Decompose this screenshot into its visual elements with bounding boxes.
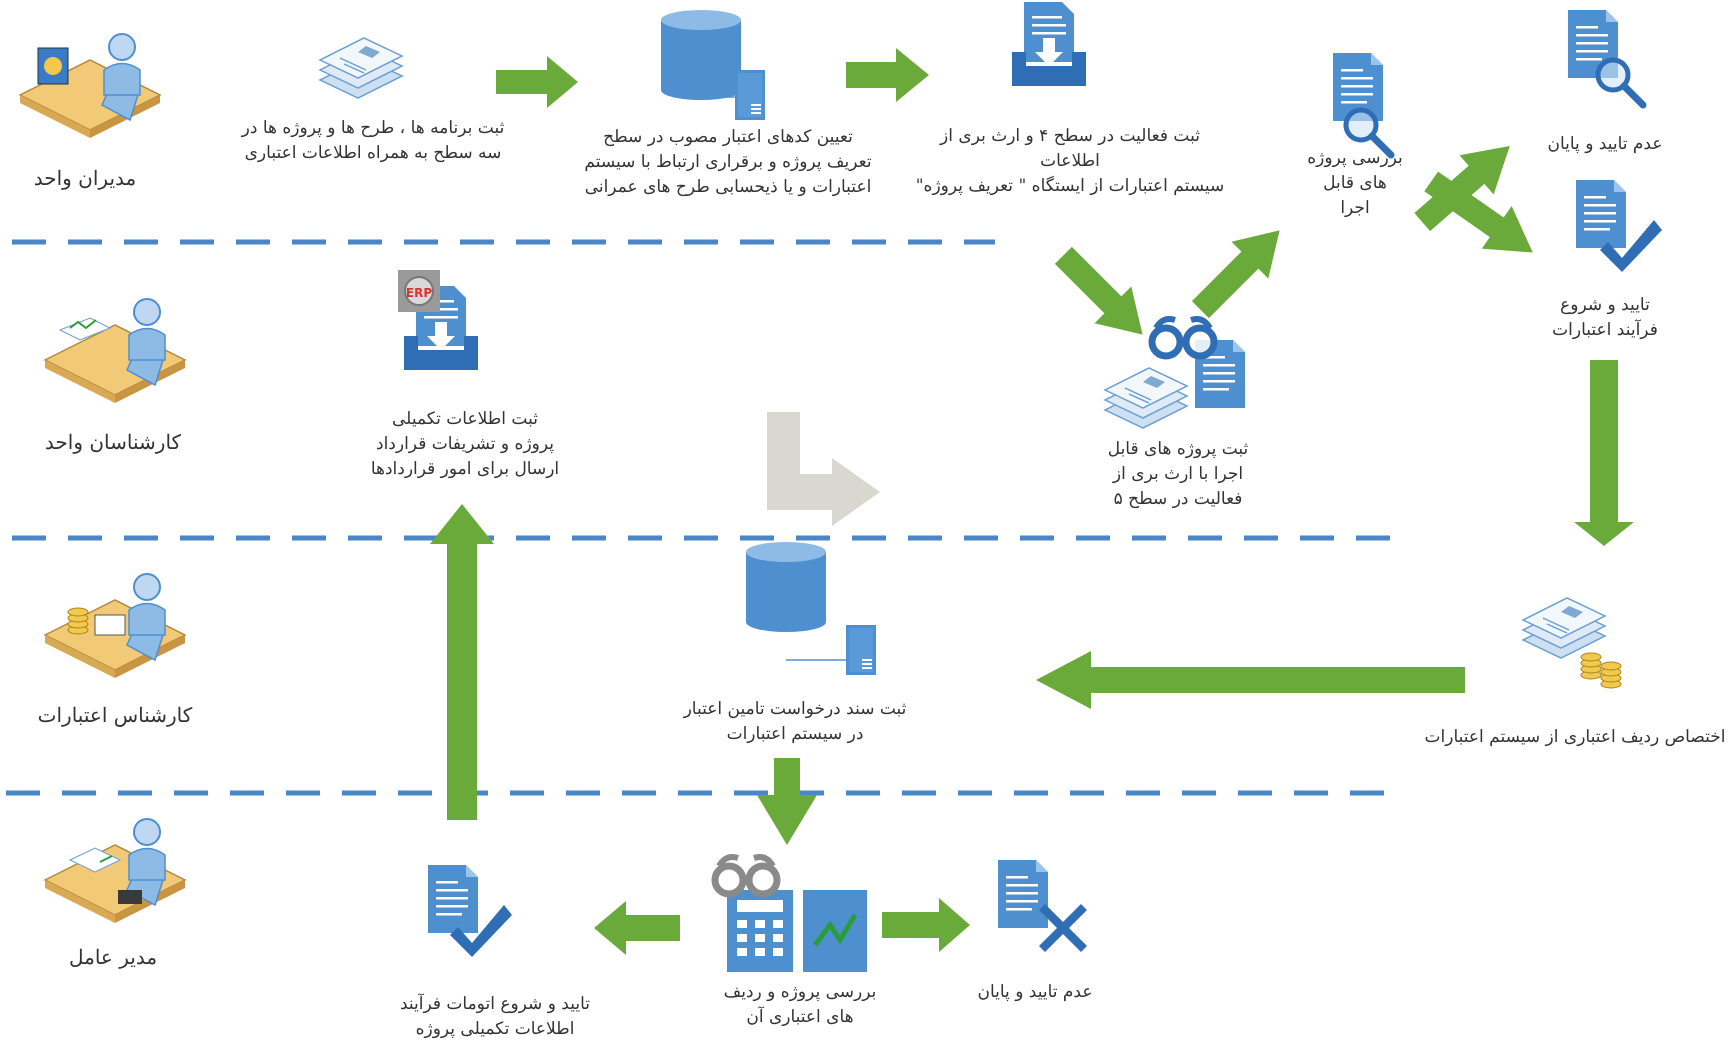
step-label-register-feasible: ثبت پروژه های قابل اجرا با ارث بری از فع…	[1107, 439, 1249, 509]
step-label-allocate-credit: اختصاص ردیف اعتباری از سیستم اعتبارات	[1424, 727, 1726, 747]
actor-icon-ceo	[44, 818, 186, 924]
document-x-icon-reject-bottom	[998, 860, 1087, 952]
actor-icon-credit-expert	[44, 573, 186, 679]
document-tray-icon-register-activity	[1012, 2, 1086, 86]
actor-icon-unit-experts	[44, 298, 186, 404]
flow-arrow	[1574, 360, 1634, 546]
database-icon-assign-codes	[661, 10, 765, 120]
flow-arrow	[757, 758, 817, 845]
calculator-chart-icon-review-rows	[711, 854, 867, 972]
lane-label-unit-managers: مدیران واحد	[33, 166, 137, 190]
step-label-reject-end-top: عدم تایید و پایان	[1547, 134, 1663, 154]
document-check-icon-approve-automation	[428, 865, 512, 957]
step-label-register-activity: ثبت فعالیت در سطح ۴ و ارث بری از اطلاعات…	[915, 126, 1225, 196]
step-label-register-programs: ثبت برنامه ها ، طرح ها و پروژه ها در سه …	[241, 118, 505, 163]
document-search-icon-reject-top	[1568, 10, 1643, 105]
document-coins-icon-allocate-credit	[1522, 597, 1622, 689]
step-label-review-feasible: بررسی پروژه های قابل اجرا	[1307, 148, 1403, 218]
lane-label-unit-experts: کارشناسان واحد	[44, 430, 182, 454]
document-review-icon-register-feasible	[1104, 319, 1245, 429]
step-label-reject-end-bottom: عدم تایید و پایان	[977, 982, 1093, 1002]
lane-label-credit-expert: کارشناس اعتبارات	[37, 703, 193, 727]
erp-badge: ERP	[406, 286, 432, 300]
step-label-assign-codes: تعیین کدهای اعتبار مصوب در سطح تعریف پرو…	[584, 127, 872, 197]
flow-arrow	[594, 901, 680, 955]
title-fragment	[1120, 0, 1360, 16]
step-label-review-project-rows: بررسی پروژه و ردیف های اعتباری آن	[723, 982, 877, 1027]
flow-arrow	[496, 56, 578, 108]
flow-arrow	[430, 504, 494, 820]
step-label-credit-request: ثبت سند درخواست تامین اعتبار در سیستم اع…	[683, 699, 907, 744]
flow-arrow	[1424, 171, 1533, 253]
document-check-icon-approve-start	[1576, 180, 1662, 272]
document-tray-icon-supplementary: ERP	[398, 270, 478, 370]
flow-arrow	[1036, 651, 1465, 709]
flow-arrow	[1054, 246, 1143, 335]
flow-arrow	[882, 898, 970, 952]
lane-label-ceo: مدیر عامل	[68, 945, 158, 969]
step-label-supplementary-info: ثبت اطلاعات تکمیلی پروژه و تشریفات قرارد…	[370, 409, 560, 479]
document-search-icon-review-feasible	[1333, 53, 1391, 155]
step-label-approve-automation: تایید و شروع اتومات فرآیند اطلاعات تکمیل…	[399, 994, 591, 1039]
actor-icon-unit-managers	[19, 33, 161, 139]
flow-arrow	[846, 48, 929, 102]
database-icon-credit-request	[746, 542, 876, 675]
step-label-approve-start: تایید و شروع فرآیند اعتبارات	[1552, 295, 1658, 340]
document-stack-icon-register-programs	[319, 37, 403, 99]
lane-dividers	[6, 239, 1412, 796]
flow-arrow-inactive	[767, 412, 880, 526]
flow-arrow	[1191, 230, 1280, 319]
